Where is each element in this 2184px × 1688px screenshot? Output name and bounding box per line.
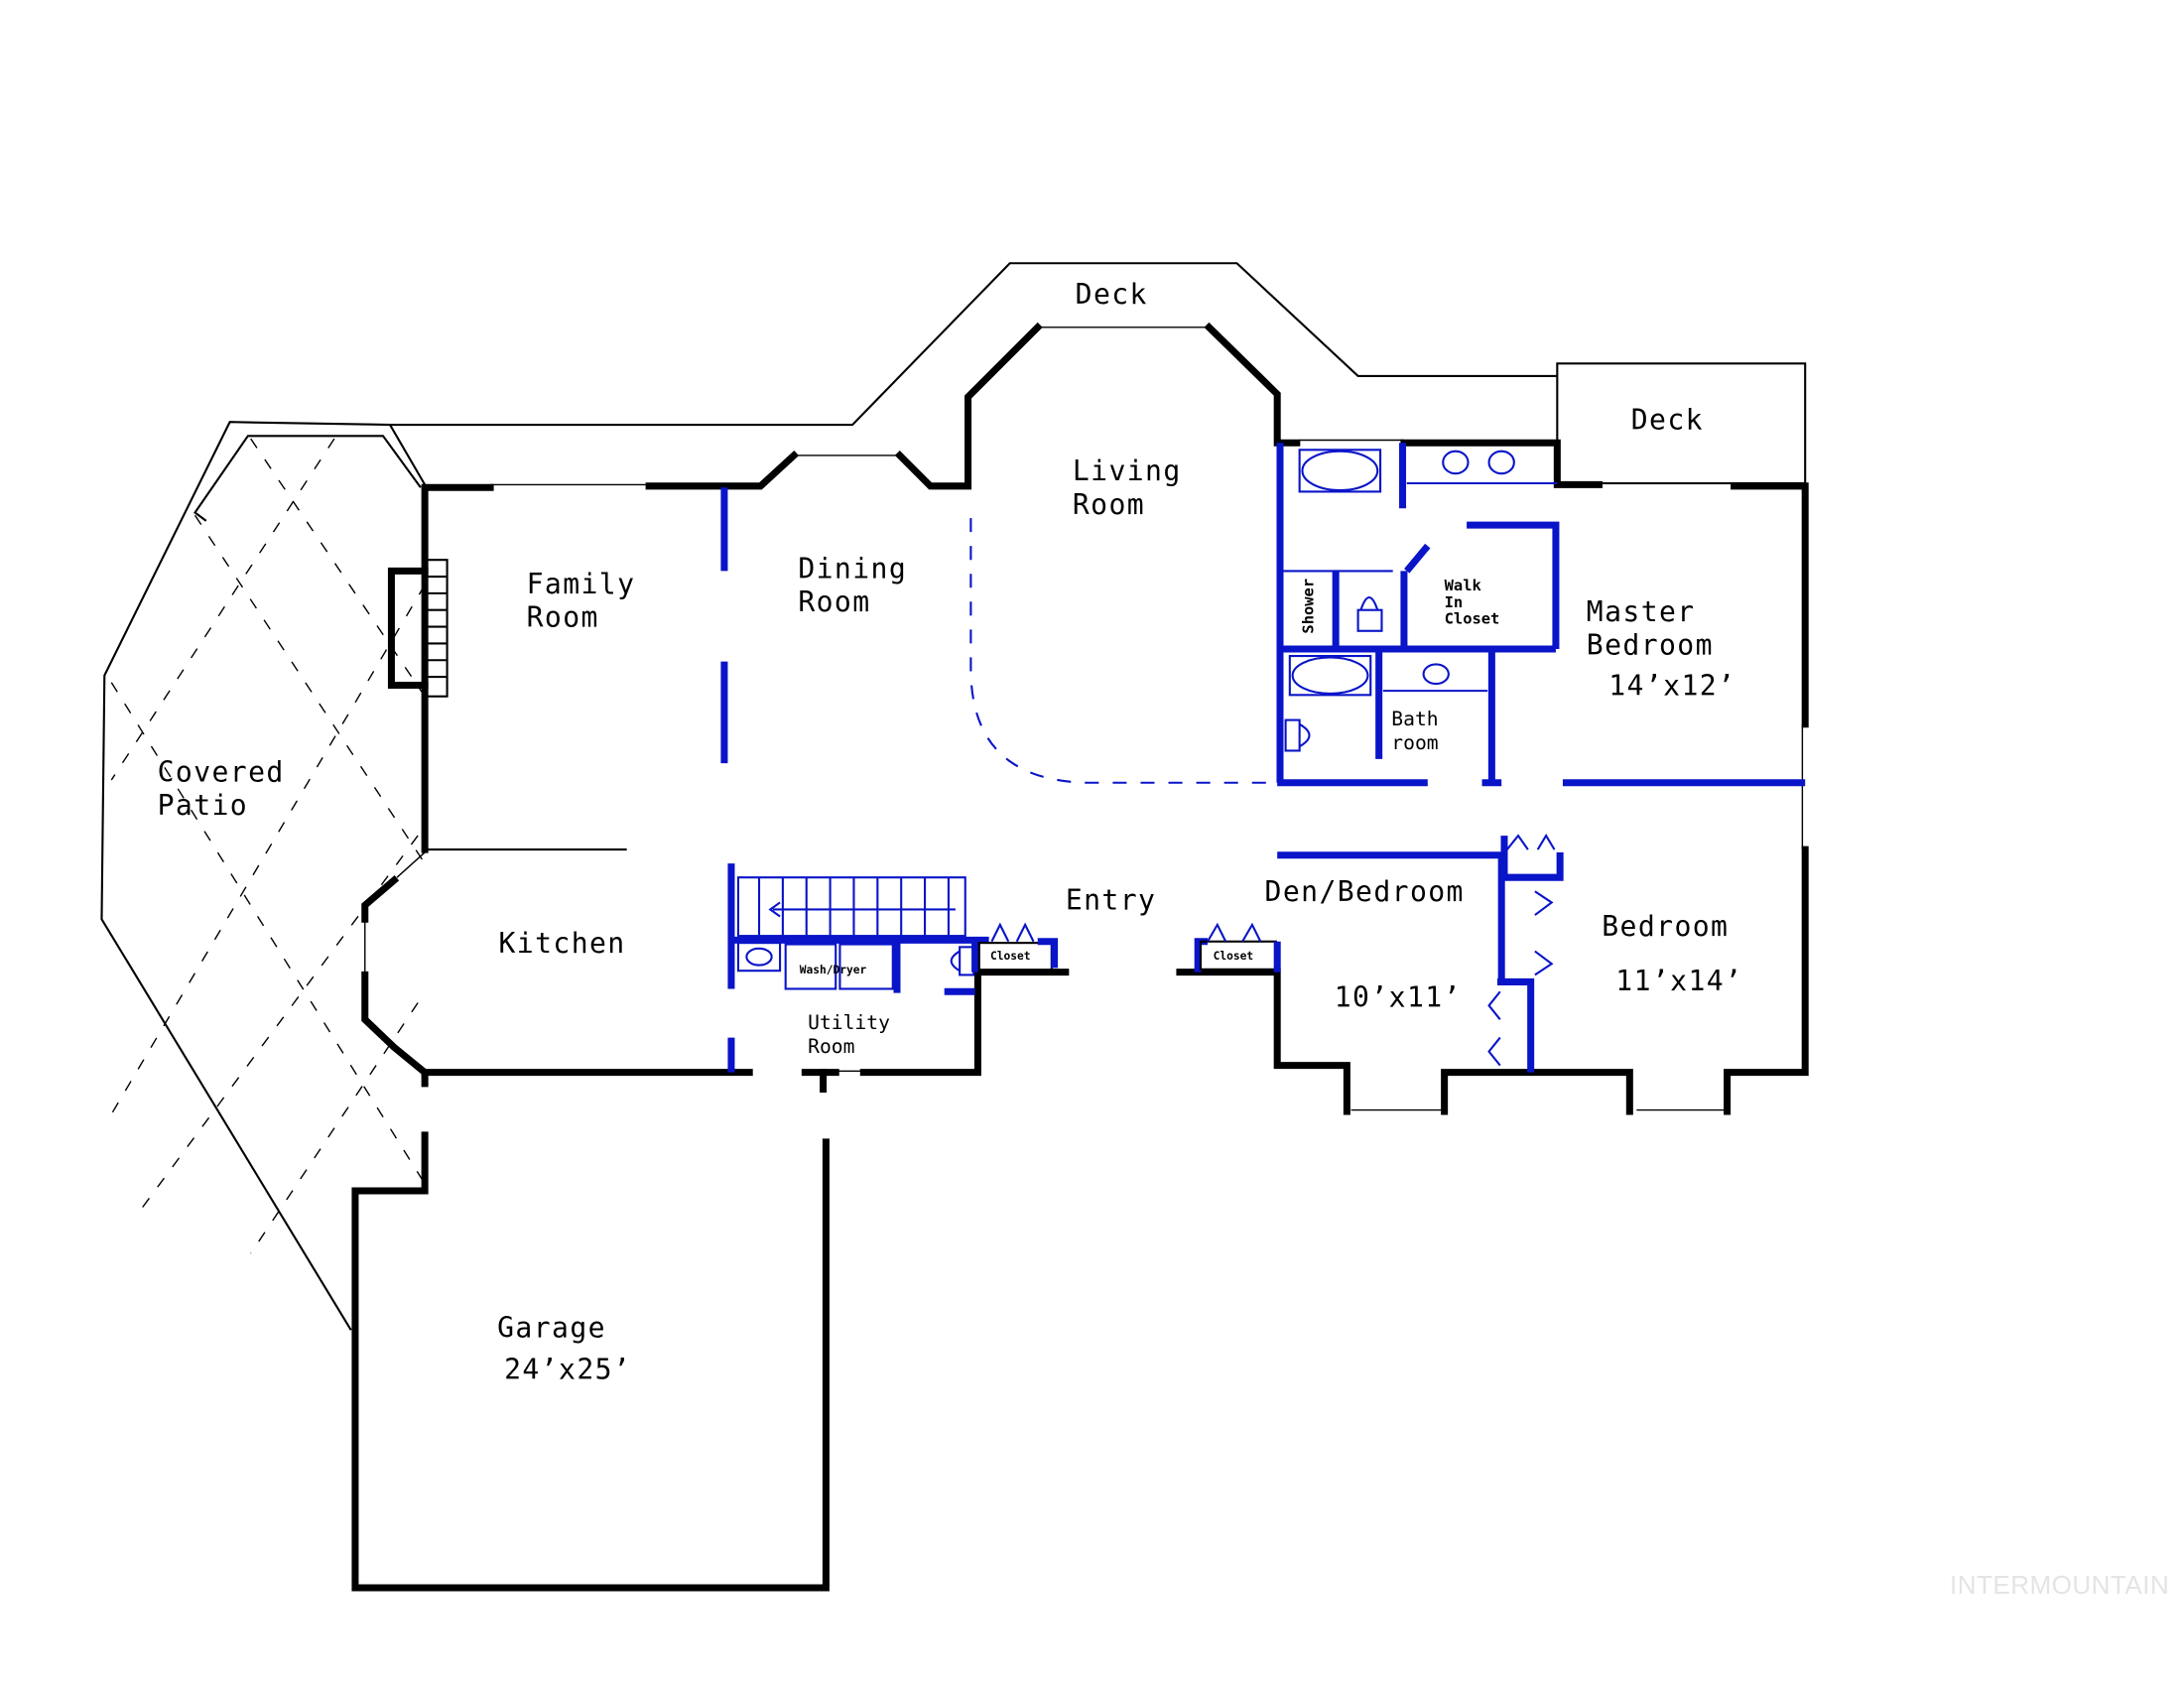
label-walk-in-closet-1: Walk [1445, 577, 1482, 594]
label-living-room-2: Room [1073, 488, 1145, 521]
label-garage-size: 24’x25’ [504, 1353, 631, 1385]
label-kitchen: Kitchen [499, 927, 626, 960]
label-family-room-2: Room [527, 601, 599, 634]
label-covered-patio-1: Covered [158, 755, 285, 788]
label-master-bedroom-1: Master [1587, 595, 1696, 628]
label-deck-right: Deck [1631, 403, 1704, 436]
label-living-room-1: Living [1073, 454, 1182, 487]
interior-walls [720, 443, 1806, 1073]
label-walk-in-closet-2: In [1445, 593, 1464, 611]
label-bathroom-2: room [1391, 731, 1438, 754]
label-dining-room-2: Room [798, 585, 870, 618]
label-wash-dryer: Wash/Dryer [800, 964, 867, 976]
label-entry: Entry [1066, 883, 1157, 916]
label-utility-room-1: Utility [808, 1011, 890, 1034]
label-closet-utility: Closet [990, 950, 1031, 963]
label-walk-in-closet-3: Closet [1445, 610, 1500, 628]
label-den-bedroom: Den/Bedroom [1265, 875, 1465, 908]
label-deck-top: Deck [1076, 278, 1148, 311]
label-covered-patio-2: Patio [158, 789, 249, 822]
label-den-bedroom-size: 10’x11’ [1335, 981, 1462, 1014]
label-utility-room-2: Room [808, 1035, 854, 1058]
label-shower: Shower [1300, 579, 1318, 634]
label-dining-room-1: Dining [798, 552, 907, 584]
label-bedroom-size: 11’x14’ [1615, 965, 1742, 997]
label-family-room-1: Family [527, 568, 636, 600]
label-master-bedroom-2: Bedroom [1587, 629, 1714, 662]
label-garage: Garage [497, 1311, 606, 1344]
exterior-walls [351, 322, 1809, 1592]
label-closet-den: Closet [1214, 950, 1254, 963]
label-bedroom: Bedroom [1602, 910, 1729, 943]
watermark: INTERMOUNTAIN [1950, 1570, 2170, 1600]
label-bathroom-1: Bath [1391, 708, 1438, 730]
label-master-bedroom-size: 14’x12’ [1608, 669, 1735, 702]
room-labels: Deck Deck Living Room Family Room Dining… [158, 278, 1742, 1385]
